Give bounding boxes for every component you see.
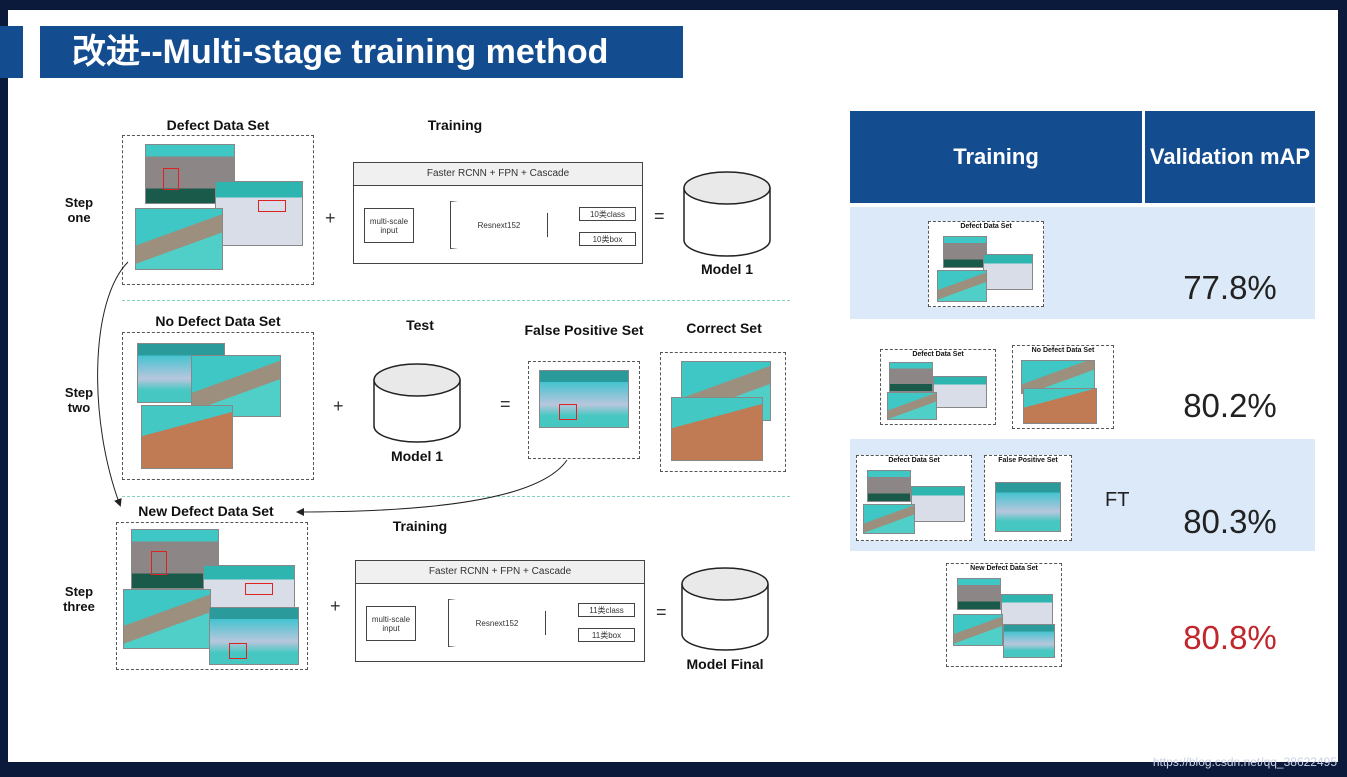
network-title: Faster RCNN + FPN + Cascade — [354, 163, 642, 186]
defect-marker — [258, 200, 286, 212]
row-thumb-label: Defect Data Set — [912, 351, 964, 358]
table-row: Defect Data Set 77.8% — [850, 207, 1315, 319]
defect-marker — [163, 168, 179, 190]
row-thumb-label: Defect Data Set — [888, 457, 940, 464]
database-icon — [683, 171, 771, 257]
new-defect-data-set-box — [116, 522, 308, 670]
defect-image-2 — [215, 181, 303, 246]
model-1-label: Model 1 — [700, 261, 754, 277]
database-icon — [373, 363, 461, 443]
separator-2 — [122, 496, 790, 497]
correct-set-box — [660, 352, 786, 472]
backbone-block: Resnext152 — [448, 599, 546, 647]
network-diagram-1: Faster RCNN + FPN + Cascade multi-scale … — [353, 162, 643, 264]
table-row: New Defect Data Set 80.8% — [850, 555, 1315, 667]
network-diagram-3: Faster RCNN + FPN + Cascade multi-scale … — [355, 560, 645, 662]
equals-symbol: = — [656, 602, 667, 622]
row-thumb: No Defect Data Set — [1012, 345, 1114, 429]
false-positive-label: False Positive Set — [524, 322, 644, 338]
defect-data-set-label: Defect Data Set — [166, 117, 270, 133]
class-output: 11类class — [578, 603, 635, 617]
mini-image — [995, 482, 1061, 532]
row-thumb: New Defect Data Set — [946, 563, 1062, 667]
correct-set-label: Correct Set — [686, 320, 762, 336]
row-thumb-label: New Defect Data Set — [970, 565, 1038, 572]
mini-image — [1001, 594, 1053, 626]
database-icon — [681, 567, 769, 651]
equals-symbol: = — [654, 206, 665, 226]
mini-image — [943, 236, 987, 268]
header-training: Training — [850, 111, 1142, 203]
row-thumb: Defect Data Set — [856, 455, 972, 541]
mini-image — [1003, 624, 1055, 658]
mini-image — [957, 578, 1001, 610]
row-thumb-label: No Defect Data Set — [1031, 347, 1095, 354]
box-output: 11类box — [578, 628, 635, 642]
header-validation-map: Validation mAP — [1145, 111, 1315, 203]
training-label-3: Training — [392, 518, 448, 534]
map-value: 80.2% — [1183, 387, 1277, 424]
accent-bar — [0, 26, 23, 78]
false-positive-image — [539, 370, 629, 428]
plus-symbol: + — [330, 596, 341, 616]
false-positive-marker — [559, 404, 577, 420]
model-1-test-label: Model 1 — [390, 448, 444, 464]
step-three-label: Step three — [63, 584, 95, 614]
watermark: https://blog.csdn.net/qq_38622495 — [1152, 755, 1337, 769]
new-defect-data-set-label: New Defect Data Set — [138, 503, 274, 519]
mini-image — [889, 362, 933, 392]
test-label: Test — [406, 317, 434, 333]
no-defect-data-set-label: No Defect Data Set — [155, 313, 281, 329]
row-thumb: Defect Data Set — [928, 221, 1044, 307]
separator-1 — [122, 300, 790, 301]
plus-symbol: + — [333, 396, 344, 416]
fine-tune-label: FT — [1105, 489, 1130, 511]
input-block: multi-scale input — [366, 606, 416, 641]
equals-symbol: = — [500, 394, 511, 414]
training-label-1: Training — [427, 117, 483, 133]
false-positive-box — [528, 361, 640, 459]
row-thumb: False Positive Set — [984, 455, 1072, 541]
row-thumb-label: False Positive Set — [998, 457, 1058, 464]
model-final-label: Model Final — [686, 656, 764, 672]
class-output: 10类class — [579, 207, 636, 221]
mini-image — [983, 254, 1033, 290]
mini-image — [953, 614, 1003, 646]
table-row: Defect Data Set No Defect Data Set 80.2% — [850, 323, 1315, 435]
map-value: 77.8% — [1183, 269, 1277, 306]
network-title: Faster RCNN + FPN + Cascade — [356, 561, 644, 584]
new-defect-image-4 — [209, 607, 299, 665]
mini-image — [867, 470, 911, 502]
mini-image — [911, 486, 965, 522]
map-value: 80.3% — [1183, 503, 1277, 540]
mini-image — [1023, 388, 1097, 424]
no-defect-data-set-box — [122, 332, 314, 480]
slide-title: 改进--Multi-stage training method — [40, 26, 683, 78]
plus-symbol: + — [325, 208, 336, 228]
step-two-label: Step two — [64, 385, 94, 415]
row-thumb-label: Defect Data Set — [960, 223, 1012, 230]
defect-marker — [245, 583, 273, 595]
map-value-best: 80.8% — [1183, 619, 1277, 656]
correct-image-2 — [671, 397, 763, 461]
mini-image — [863, 504, 915, 534]
box-output: 10类box — [579, 232, 636, 246]
mini-image — [933, 376, 987, 408]
input-block: multi-scale input — [364, 208, 414, 243]
mini-image — [937, 270, 987, 302]
defect-marker — [229, 643, 247, 659]
step-one-label: Step one — [64, 195, 94, 225]
defect-data-set-box — [122, 135, 314, 285]
mini-image — [887, 392, 937, 420]
new-defect-image-3 — [123, 589, 211, 649]
no-defect-image-3 — [141, 405, 233, 469]
defect-image-3 — [135, 208, 223, 270]
defect-marker — [151, 551, 167, 575]
backbone-block: Resnext152 — [450, 201, 548, 249]
table-row: Defect Data Set False Positive Set FT 80… — [850, 439, 1315, 551]
row-thumb: Defect Data Set — [880, 349, 996, 425]
